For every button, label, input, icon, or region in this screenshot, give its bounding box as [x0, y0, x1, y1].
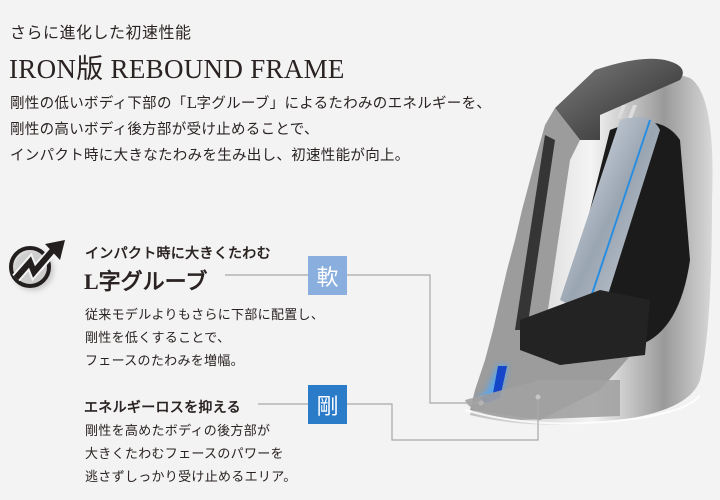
club-head-cross-section-image [464, 58, 713, 425]
intro-line: 剛性の低いボディ下部の「L字グルーブ」によるたわみのエネルギーを、 [10, 96, 492, 112]
description-line: 剛性を低くすることで、 [85, 331, 231, 346]
soft-zone-heading: L字グルーブ [84, 269, 208, 294]
description-line: 従来モデルよりもさらに下部に配置し、 [85, 308, 325, 323]
hard-tag: 剛 [308, 385, 347, 424]
description-line: フェースのたわみを増幅。 [85, 354, 244, 369]
hard-zone-description: 剛性を高めたボディの後方部が 大きくたわむフェースのパワーを 逃さずしっかり受け… [85, 420, 297, 489]
hard-zone-heading: エネルギーロスを抑える [84, 400, 241, 416]
soft-zone-description: 従来モデルよりもさらに下部に配置し、 剛性を低くすることで、 フェースのたわみを… [85, 304, 324, 373]
soft-tag: 軟 [308, 256, 347, 295]
soft-zone-lead: インパクト時に大きくたわむ [85, 246, 271, 262]
description-line: 逃さずしっかり受け止めるエリア。 [85, 470, 297, 485]
intro-text: 剛性の低いボディ下部の「L字グルーブ」によるたわみのエネルギーを、 剛性の高いボ… [10, 91, 491, 169]
page-title: IRON版 REBOUND FRAME [9, 54, 345, 84]
description-line: 大きくたわむフェースのパワーを [85, 447, 284, 462]
intro-line: 剛性の高いボディ後方部が受け止めることで、 [10, 122, 319, 138]
intro-line: インパクト時に大きなたわみを生み出し、初速性能が向上。 [10, 148, 410, 164]
impact-arrow-icon [5, 236, 75, 296]
description-line: 剛性を高めたボディの後方部が [85, 424, 271, 439]
subtitle: さらに進化した初速性能 [10, 23, 192, 42]
